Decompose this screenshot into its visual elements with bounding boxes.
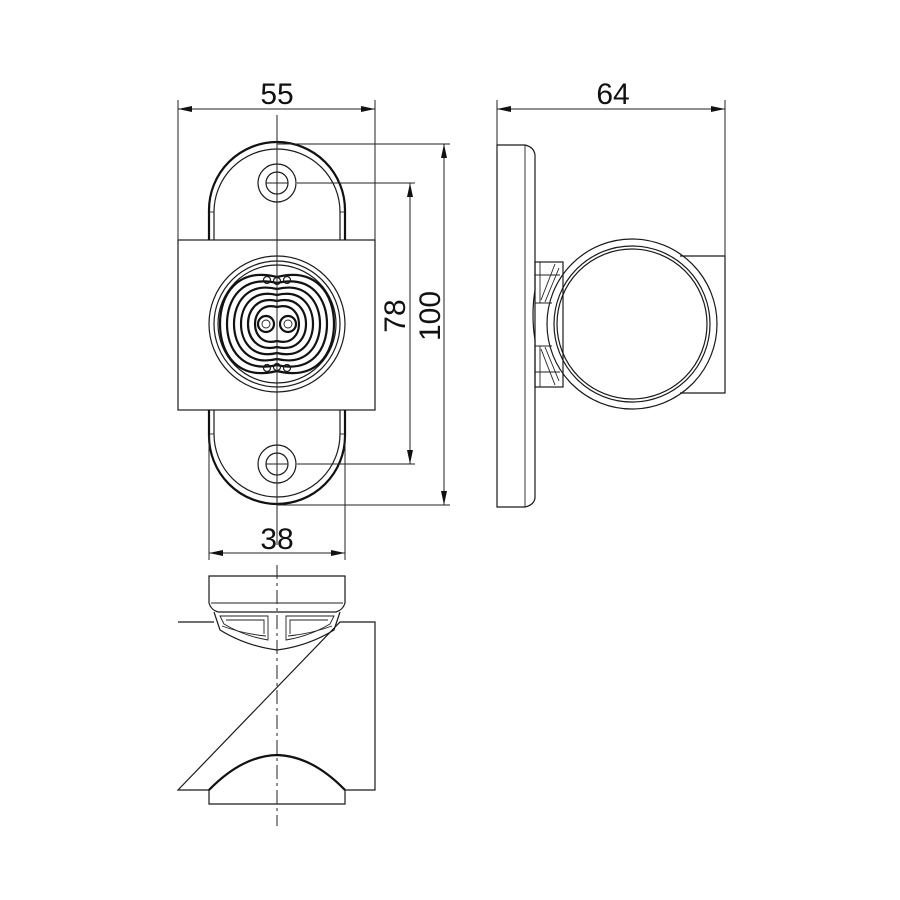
dim-55-label: 55 — [260, 78, 293, 111]
dim-78-label: 78 — [379, 299, 412, 332]
front-view — [177, 115, 376, 545]
side-globe-outer — [546, 238, 718, 410]
dimension-78: 78 — [297, 182, 415, 465]
side-rear-housing — [680, 255, 726, 394]
top-view — [176, 565, 376, 826]
side-view — [496, 144, 726, 508]
side-globe-inner — [556, 248, 708, 400]
top-view-body — [176, 621, 376, 805]
top-view-arc — [208, 753, 346, 791]
top-view-cap — [208, 575, 346, 613]
dim-38-label: 38 — [260, 523, 293, 556]
dimension-55: 55 — [177, 78, 376, 240]
dimension-64: 64 — [496, 78, 726, 256]
side-globe-mid — [553, 245, 711, 403]
dim-100-label: 100 — [414, 291, 447, 341]
dim-64-label: 64 — [596, 78, 629, 111]
dimension-38: 38 — [208, 436, 346, 560]
dimension-100: 100 — [277, 143, 450, 506]
side-base-plate — [496, 144, 536, 508]
